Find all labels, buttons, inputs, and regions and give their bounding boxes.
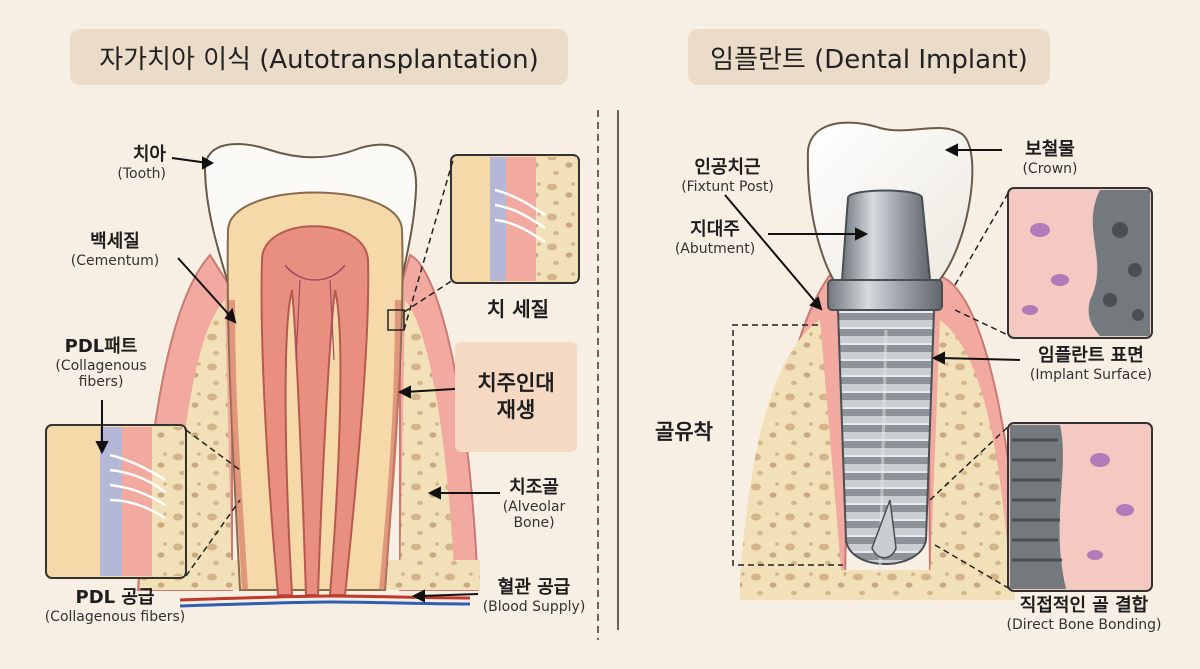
label-tooth: 치아 (Tooth): [96, 144, 166, 182]
label-blood-en: (Blood Supply): [482, 598, 586, 615]
label-abutment: 지대주 (Abutment): [660, 219, 770, 257]
label-direct-ko: 직접적인 골 결합: [1019, 595, 1149, 616]
label-pdl-pad-en2: fibers): [78, 373, 124, 390]
label-alveolar-en1: (Alveolar: [502, 498, 566, 515]
label-surface-en: (Implant Surface): [1029, 366, 1153, 383]
label-pdl-pad: PDL패트 (Collagenous fibers): [36, 336, 166, 390]
label-abutment-en: (Abutment): [674, 240, 756, 257]
right-bone: [740, 320, 842, 580]
label-direct-en: (Direct Bone Bonding): [1006, 616, 1162, 633]
inset-implant-surface: [1007, 187, 1153, 339]
label-chi-sejil-ko: 치 세질: [486, 297, 550, 321]
label-crown: 보철물 (Crown): [1000, 139, 1100, 177]
implant-collar: [827, 279, 943, 311]
label-alveolar-ko: 치조골: [509, 477, 559, 498]
label-tooth-en: (Tooth): [117, 165, 166, 182]
label-chi-sejil: 치 세질: [470, 298, 566, 321]
implant-abutment: [840, 189, 932, 281]
label-fixture-en: (Fixtunt Post): [681, 178, 774, 195]
label-implant-surface: 임플란트 표면 (Implant Surface): [1016, 345, 1166, 383]
inset-cementum: [450, 154, 580, 284]
inset-pdl-fibers: [45, 424, 187, 579]
label-pdl-supply-ko: PDL 공급: [75, 587, 155, 608]
label-osseointegration: 골유착: [640, 420, 728, 444]
label-crown-en: (Crown): [1022, 160, 1078, 177]
right-bone-right: [930, 320, 1010, 580]
label-pdl-pad-en1: (Collagenous: [55, 357, 147, 374]
label-tooth-ko: 치아: [132, 144, 166, 165]
left-bone-right: [400, 300, 455, 590]
label-abutment-ko: 지대주: [690, 219, 740, 240]
label-surface-ko: 임플란트 표면: [1038, 345, 1144, 366]
label-osseo-ko: 골유착: [655, 420, 713, 444]
label-alveolar-bone: 치조골 (Alveolar Bone): [486, 477, 582, 531]
label-pdl-pad-ko: PDL패트: [64, 336, 138, 357]
label-fixture: 인공치근 (Fixtunt Post): [660, 157, 795, 195]
title-autotransplantation: 자가치아 이식 (Autotransplantation): [70, 29, 568, 85]
label-direct-bone-bonding: 직접적인 골 결합 (Direct Bone Bonding): [996, 595, 1172, 633]
label-cementum-en: (Cementum): [70, 252, 160, 269]
inset-direct-bone-bonding: [1007, 422, 1153, 592]
title-dental-implant: 임플란트 (Dental Implant): [688, 29, 1050, 85]
label-cementum: 백세질 (Cementum): [50, 231, 180, 269]
implant-fixture: [836, 309, 936, 565]
label-cementum-ko: 백세질: [90, 231, 140, 252]
pdl-regeneration-box: 치주인대 재생: [455, 342, 577, 452]
blood-vessel-blue: [179, 600, 471, 608]
regen-line2: 재생: [496, 398, 536, 422]
label-crown-ko: 보철물: [1025, 139, 1075, 160]
label-pdl-supply: PDL 공급 (Collagenous fibers): [30, 587, 200, 625]
label-fixture-ko: 인공치근: [694, 157, 761, 178]
regen-line1: 치주인대: [477, 370, 555, 395]
label-alveolar-en2: Bone): [513, 514, 555, 531]
label-pdl-supply-en: (Collagenous fibers): [44, 608, 186, 625]
label-blood-ko: 혈관 공급: [497, 577, 571, 598]
label-blood-supply: 혈관 공급 (Blood Supply): [474, 577, 594, 615]
tooth-pulp: [260, 225, 370, 596]
